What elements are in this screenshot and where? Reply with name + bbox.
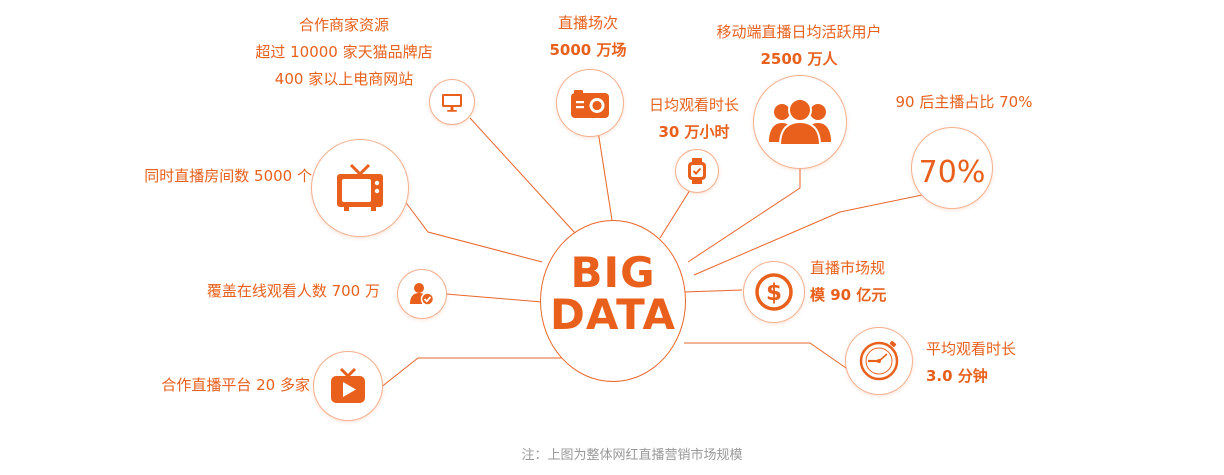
node-partners xyxy=(430,80,474,124)
node-avg-watch xyxy=(846,328,912,394)
node-platforms xyxy=(314,352,382,420)
label-rooms: 同时直播房间数 5000 个 xyxy=(100,163,312,190)
label-post90: 90 后主播占比 70% xyxy=(884,89,1044,116)
post90-value: 70% xyxy=(918,155,986,190)
connector-online xyxy=(445,293,543,303)
footnote: 注：上图为整体网红直播营销市场规模 xyxy=(521,448,743,463)
clock-icon xyxy=(859,340,899,381)
label-line: 合作商家资源 xyxy=(298,16,389,34)
connector-market xyxy=(683,289,743,293)
label-online: 覆盖在线观看人数 700 万 xyxy=(160,278,380,305)
connector-avg-watch xyxy=(684,342,847,369)
connector-sessions xyxy=(597,130,613,221)
hub-line-1: BIG xyxy=(570,248,656,297)
camera-icon xyxy=(571,90,609,118)
video-play-icon xyxy=(331,367,365,403)
connector-daily-watch xyxy=(659,189,691,239)
label-sessions: 直播场次 5000 万场 xyxy=(540,10,636,64)
big-data-hub: BIG DATA xyxy=(540,220,686,382)
label-value: 3.0 分钟 xyxy=(926,367,988,385)
connector-platforms xyxy=(379,357,566,389)
svg-text:$: $ xyxy=(766,280,782,306)
connector-partners xyxy=(469,117,576,234)
label-partners: 合作商家资源 超过 10000 家天猫品牌店 400 家以上电商网站 xyxy=(236,12,452,93)
connector-mobile-dau xyxy=(687,164,801,263)
label-line: 覆盖在线观看人数 700 万 xyxy=(206,282,380,300)
label-line: 平均观看时长 xyxy=(926,340,1017,358)
users-icon xyxy=(769,98,831,146)
connector-rooms xyxy=(403,199,543,263)
label-line: 移动端直播日均活跃用户 xyxy=(716,23,882,41)
smartwatch-icon xyxy=(688,158,706,184)
label-daily-watch: 日均观看时长 30 万小时 xyxy=(640,92,748,146)
label-platforms: 合作直播平台 20 多家 xyxy=(120,372,310,399)
label-mobile-dau: 移动端直播日均活跃用户 2500 万人 xyxy=(706,19,892,73)
node-market: $ xyxy=(744,262,804,322)
label-value: 2500 万人 xyxy=(760,50,838,68)
label-line: 90 后主播占比 70% xyxy=(895,93,1033,111)
label-value: 5000 万场 xyxy=(549,41,627,59)
node-mobile-dau xyxy=(754,76,846,168)
node-rooms xyxy=(312,140,408,236)
user-check-icon xyxy=(410,283,435,306)
dollar-coin-icon: $ xyxy=(755,273,793,311)
node-post90: 70% xyxy=(912,128,992,208)
label-line: 同时直播房间数 5000 个 xyxy=(144,167,312,185)
label-line: 400 家以上电商网站 xyxy=(274,70,414,88)
node-daily-watch xyxy=(676,150,718,192)
node-online xyxy=(398,270,446,318)
label-line: 超过 10000 家天猫品牌店 xyxy=(255,43,433,61)
connector-post90 xyxy=(693,194,923,276)
node-sessions xyxy=(557,70,623,136)
label-value: 模 90 亿元 xyxy=(810,286,887,304)
monitor-icon xyxy=(442,94,462,112)
label-line: 日均观看时长 xyxy=(648,96,739,114)
label-market: 直播市场规 模 90 亿元 xyxy=(810,255,910,309)
tv-icon xyxy=(337,163,383,211)
label-value: 30 万小时 xyxy=(658,123,730,141)
label-avg-watch: 平均观看时长 3.0 分钟 xyxy=(926,336,1046,390)
label-line: 合作直播平台 20 多家 xyxy=(161,376,310,394)
hub-line-2: DATA xyxy=(549,290,676,339)
label-line: 直播场次 xyxy=(557,14,618,32)
label-line: 直播市场规 xyxy=(810,259,886,277)
